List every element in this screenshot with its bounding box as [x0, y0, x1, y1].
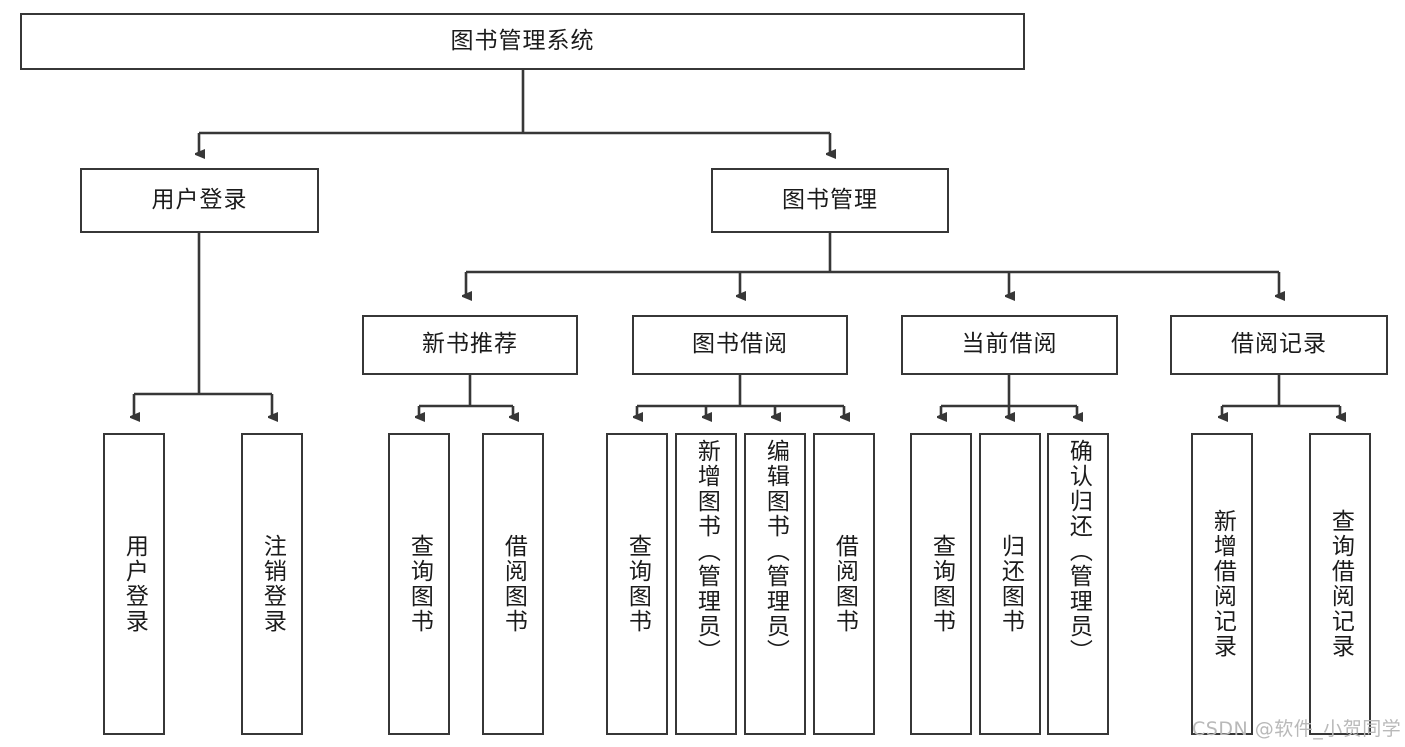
- node-leaf-borrow-book-2[interactable]: 借阅图书: [813, 433, 875, 735]
- node-leaf-user-logout-label: 注销登录: [259, 534, 286, 634]
- node-user-login[interactable]: 用户登录: [80, 168, 319, 233]
- node-leaf-borrow-book-2-label: 借阅图书: [831, 534, 858, 634]
- node-borrow-record-label: 借阅记录: [1231, 331, 1327, 358]
- node-new-book-recommend-label: 新书推荐: [422, 331, 518, 358]
- node-root-label: 图书管理系统: [450, 27, 595, 54]
- node-borrow-record[interactable]: 借阅记录: [1170, 315, 1388, 375]
- node-book-borrow[interactable]: 图书借阅: [632, 315, 848, 375]
- node-leaf-add-book[interactable]: 新增图书（管理员）: [675, 433, 737, 735]
- node-leaf-confirm-return-label: 确认归还（管理员）: [1065, 439, 1092, 664]
- node-leaf-user-login-label: 用户登录: [121, 534, 148, 634]
- node-leaf-query-book-3-label: 查询图书: [928, 534, 955, 634]
- node-leaf-query-book-2[interactable]: 查询图书: [606, 433, 668, 735]
- node-leaf-query-book-3[interactable]: 查询图书: [910, 433, 972, 735]
- node-user-login-label: 用户登录: [151, 186, 248, 213]
- node-leaf-user-login[interactable]: 用户登录: [103, 433, 165, 735]
- node-leaf-borrow-book-1-label: 借阅图书: [500, 534, 527, 634]
- node-current-borrow-label: 当前借阅: [961, 331, 1058, 358]
- node-leaf-add-book-label: 新增图书（管理员）: [693, 439, 720, 664]
- node-root[interactable]: 图书管理系统: [20, 13, 1025, 70]
- node-leaf-borrow-book-1[interactable]: 借阅图书: [482, 433, 544, 735]
- node-leaf-return-book[interactable]: 归还图书: [979, 433, 1041, 735]
- node-leaf-query-book-1-label: 查询图书: [406, 534, 433, 634]
- node-leaf-confirm-return[interactable]: 确认归还（管理员）: [1047, 433, 1109, 735]
- node-book-manage[interactable]: 图书管理: [711, 168, 949, 233]
- node-leaf-add-record[interactable]: 新增借阅记录: [1191, 433, 1253, 735]
- node-leaf-query-record[interactable]: 查询借阅记录: [1309, 433, 1371, 735]
- csdn-watermark: CSDN @软件_小贺同学: [1192, 718, 1402, 740]
- node-leaf-edit-book-label: 编辑图书（管理员）: [762, 439, 789, 664]
- node-leaf-user-logout[interactable]: 注销登录: [241, 433, 303, 735]
- node-book-manage-label: 图书管理: [782, 186, 878, 213]
- node-leaf-query-record-label: 查询借阅记录: [1327, 509, 1354, 659]
- node-new-book-recommend[interactable]: 新书推荐: [362, 315, 578, 375]
- node-leaf-edit-book[interactable]: 编辑图书（管理员）: [744, 433, 806, 735]
- node-current-borrow[interactable]: 当前借阅: [901, 315, 1118, 375]
- node-leaf-return-book-label: 归还图书: [997, 534, 1024, 634]
- node-book-borrow-label: 图书借阅: [692, 331, 788, 358]
- node-leaf-add-record-label: 新增借阅记录: [1209, 509, 1236, 659]
- node-leaf-query-book-2-label: 查询图书: [624, 534, 651, 634]
- node-leaf-query-book-1[interactable]: 查询图书: [388, 433, 450, 735]
